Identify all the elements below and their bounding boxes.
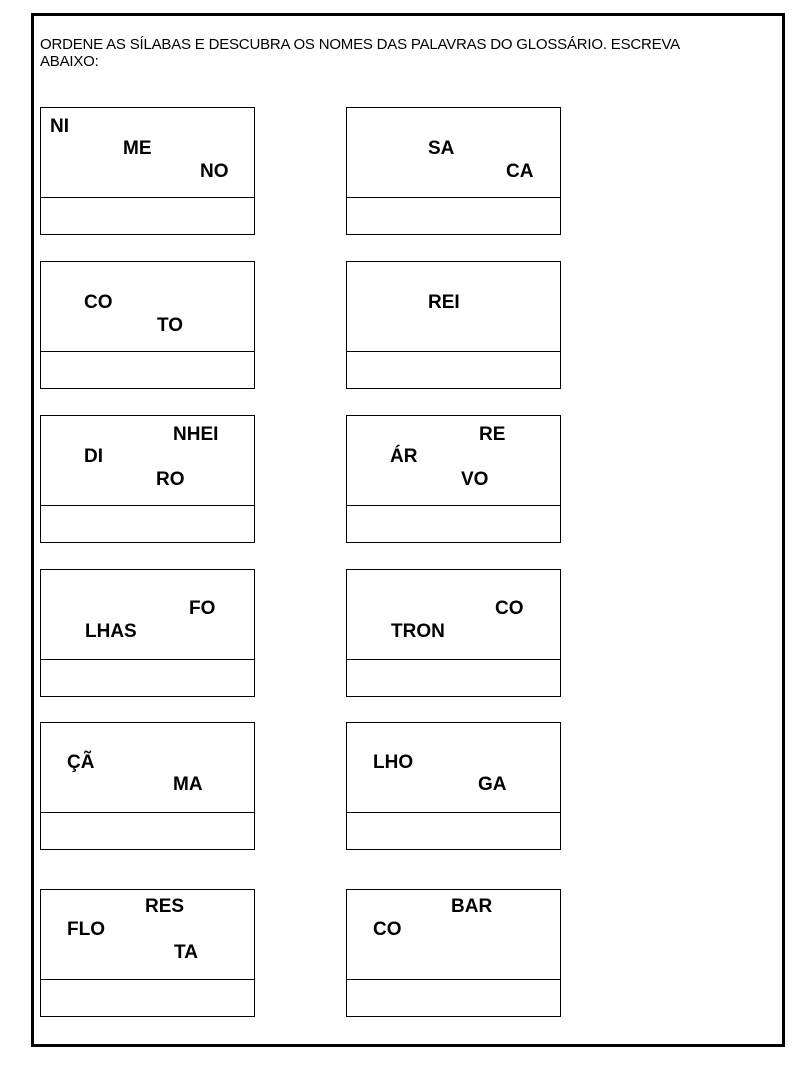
answer-field[interactable] — [41, 980, 254, 1017]
syllable: CO — [495, 598, 524, 619]
word-card-8: CO TRON — [346, 569, 561, 697]
answer-field[interactable] — [41, 506, 254, 543]
syllable: BAR — [451, 896, 493, 917]
word-card-2: SA CA — [346, 107, 561, 235]
syllable: CA — [506, 161, 534, 182]
syllable: RO — [156, 469, 185, 490]
syllable: ME — [123, 138, 152, 159]
syllable: NHEI — [173, 424, 219, 445]
answer-field[interactable] — [347, 980, 560, 1017]
syllable-area: NI ME NO — [41, 108, 254, 198]
syllable: TO — [157, 315, 184, 336]
answer-field[interactable] — [41, 198, 254, 235]
syllable: NI — [50, 116, 69, 137]
syllable-area: REI — [347, 262, 560, 352]
syllable-area: RE ÁR VO — [347, 416, 560, 506]
syllable-area: ÇÃ MA — [41, 723, 254, 813]
word-card-6: RE ÁR VO — [346, 415, 561, 543]
syllable: CO — [373, 919, 402, 940]
word-card-5: NHEI DI RO — [40, 415, 255, 543]
syllable-area: NHEI DI RO — [41, 416, 254, 506]
instruction-text: ORDENE AS SÍLABAS E DESCUBRA OS NOMES DA… — [40, 36, 680, 70]
answer-field[interactable] — [347, 660, 560, 697]
syllable-area: SA CA — [347, 108, 560, 198]
syllable: MA — [173, 774, 203, 795]
answer-field[interactable] — [347, 506, 560, 543]
syllable: REI — [428, 292, 460, 313]
word-card-12: BAR CO — [346, 889, 561, 1017]
syllable: TA — [174, 942, 198, 963]
syllable-area: LHO GA — [347, 723, 560, 813]
syllable: RES — [145, 896, 185, 917]
word-card-4: REI — [346, 261, 561, 389]
word-card-3: CO TO — [40, 261, 255, 389]
syllable: LHAS — [85, 621, 137, 642]
answer-field[interactable] — [347, 813, 560, 850]
answer-field[interactable] — [41, 660, 254, 697]
syllable: FO — [189, 598, 216, 619]
word-card-1: NI ME NO — [40, 107, 255, 235]
answer-field[interactable] — [347, 198, 560, 235]
syllable-area: CO TO — [41, 262, 254, 352]
word-card-7: FO LHAS — [40, 569, 255, 697]
word-card-9: ÇÃ MA — [40, 722, 255, 850]
answer-field[interactable] — [41, 352, 254, 389]
syllable: ÁR — [390, 446, 418, 467]
syllable-area: BAR CO — [347, 890, 560, 980]
syllable: NO — [200, 161, 229, 182]
syllable-area: CO TRON — [347, 570, 560, 660]
syllable: SA — [428, 138, 455, 159]
syllable-area: FO LHAS — [41, 570, 254, 660]
answer-field[interactable] — [41, 813, 254, 850]
syllable: RE — [479, 424, 506, 445]
worksheet-frame — [31, 13, 785, 1047]
syllable: LHO — [373, 752, 414, 773]
word-card-10: LHO GA — [346, 722, 561, 850]
syllable: FLO — [67, 919, 105, 940]
syllable: GA — [478, 774, 507, 795]
syllable: DI — [84, 446, 103, 467]
word-card-11: RES FLO TA — [40, 889, 255, 1017]
syllable: CO — [84, 292, 113, 313]
syllable: TRON — [391, 621, 445, 642]
syllable: VO — [461, 469, 489, 490]
syllable: ÇÃ — [67, 752, 95, 773]
answer-field[interactable] — [347, 352, 560, 389]
syllable-area: RES FLO TA — [41, 890, 254, 980]
